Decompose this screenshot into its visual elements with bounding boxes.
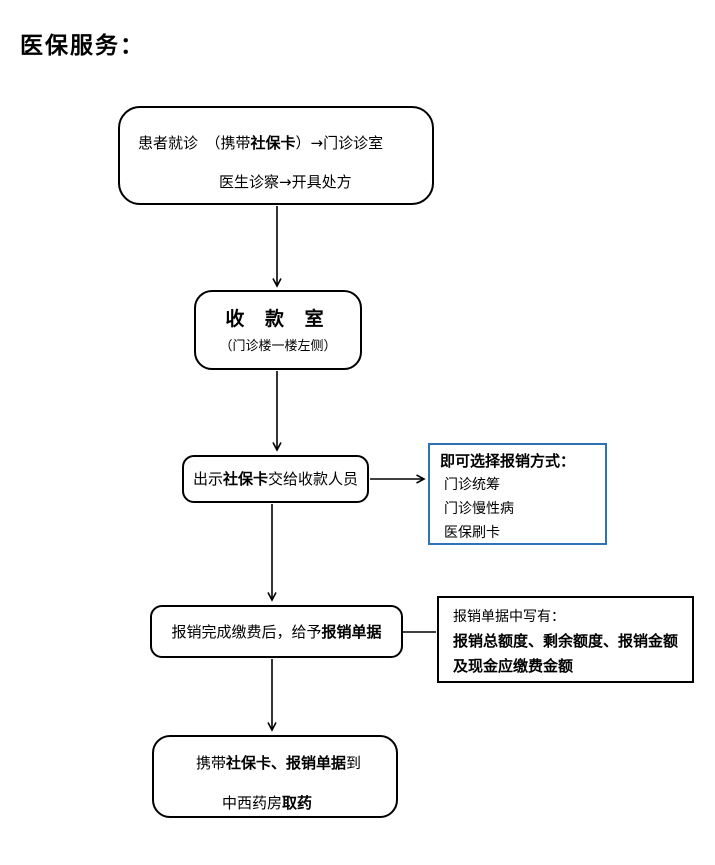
text-segment: 携带 (196, 754, 227, 772)
text-segment-bold: 取药 (282, 794, 313, 812)
text-segment: 到 (346, 754, 362, 772)
text-segment-bold: 报销单据 (321, 622, 382, 641)
text-segment: 报销完成缴费后，给予 (171, 622, 322, 641)
reimbursement-option: 医保刷卡 (444, 525, 500, 541)
receipt-issued-line: 报销完成缴费后，给予报销单据 (171, 622, 381, 642)
show-card-line: 出示社保卡交给收款人员 (193, 469, 358, 489)
flow-node-cashier-office: 收 款 室 （门诊楼一楼左侧） (194, 290, 362, 370)
collect-medicine-line2: 中西药房取药 (222, 793, 396, 813)
text-segment: 患者就诊 （携带 (138, 134, 251, 152)
flow-node-collect-medicine: 携带社保卡、报销单据到 中西药房取药 (152, 735, 398, 818)
receipt-contents-header: 报销单据中写有： (453, 609, 565, 625)
text-segment-bold: 社保卡、报销单据 (226, 754, 347, 772)
text-segment: 出示 (192, 470, 223, 488)
text-segment: 交给收款人员 (268, 470, 359, 488)
flow-node-patient-visit: 患者就诊 （携带社保卡）→门诊诊室 医生诊察→开具处方 (118, 106, 434, 205)
note-reimbursement-options: 即可选择报销方式： 门诊统筹 门诊慢性病 医保刷卡 (428, 443, 607, 545)
text-segment-bold: 社保卡 (250, 134, 296, 152)
patient-visit-line1: 患者就诊 （携带社保卡）→门诊诊室 (138, 133, 432, 153)
text-segment-bold: 社保卡 (222, 470, 268, 488)
text-segment: ）→门诊诊室 (295, 134, 384, 152)
patient-visit-line2: 医生诊察→开具处方 (219, 173, 352, 191)
cashier-office-title: 收 款 室 (225, 308, 331, 330)
flow-node-show-card: 出示社保卡交给收款人员 (182, 455, 369, 503)
receipt-contents-detail1: 报销总额度、剩余额度、报销金额 (453, 632, 679, 650)
text-segment: 中西药房 (222, 794, 283, 812)
reimbursement-options-header: 即可选择报销方式： (440, 452, 576, 470)
page-title: 医保服务： (20, 32, 145, 59)
collect-medicine-line1: 携带社保卡、报销单据到 (196, 753, 396, 773)
note-receipt-contents: 报销单据中写有： 报销总额度、剩余额度、报销金额 及现金应缴费金额 (437, 596, 694, 683)
reimbursement-option: 门诊统筹 (444, 477, 500, 493)
receipt-contents-detail2: 及现金应缴费金额 (453, 657, 574, 675)
cashier-office-location: （门诊楼一楼左侧） (219, 339, 337, 354)
reimbursement-option: 门诊慢性病 (444, 501, 514, 517)
flow-node-receipt-issued: 报销完成缴费后，给予报销单据 (150, 605, 403, 658)
